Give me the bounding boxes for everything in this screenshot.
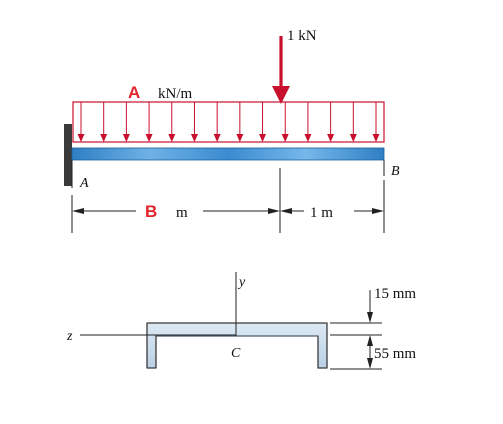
load-arrow-head <box>145 134 153 142</box>
dim-left-arrow-start <box>72 208 84 214</box>
sec-dim-depth-label: 55 mm <box>374 346 416 362</box>
load-arrow-head <box>372 134 380 142</box>
load-arrow-head <box>122 134 130 142</box>
fixed-support-wall <box>64 124 72 186</box>
load-arrow-head <box>77 134 85 142</box>
point-load-label: 1 kN <box>287 28 317 44</box>
sec-dim-top-label: 15 mm <box>374 286 416 302</box>
dim-left-arrow-end <box>268 208 280 214</box>
load-arrow-head <box>236 134 244 142</box>
distributed-load-unit: kN/m <box>158 86 193 102</box>
load-arrow-head <box>213 134 221 142</box>
load-arrow-head <box>349 134 357 142</box>
support-b-label: B <box>391 164 400 179</box>
channel-section <box>146 322 328 369</box>
dim-right-label: 1 m <box>310 205 333 221</box>
distributed-load <box>72 101 385 143</box>
support-a-label: A <box>79 176 89 191</box>
load-arrow-head <box>327 134 335 142</box>
dim-left-unit: m <box>176 205 188 221</box>
point-load <box>272 36 290 104</box>
load-arrow-head <box>168 134 176 142</box>
y-axis-label: y <box>237 275 246 290</box>
dim-right-arrow-start <box>280 208 292 214</box>
point-load-arrowhead <box>272 86 290 104</box>
sec-dim-depth-arrow-bottom <box>367 358 373 369</box>
load-arrow-head <box>100 134 108 142</box>
load-arrow-head <box>304 134 312 142</box>
centroid-label: C <box>231 346 241 361</box>
distributed-load-variable: A <box>128 83 140 102</box>
sec-dim-depth-arrow-top <box>367 335 373 346</box>
z-axis-label: z <box>66 329 73 344</box>
sec-dim-top-arrow <box>367 312 373 323</box>
distributed-load-arrows <box>77 102 380 142</box>
section-dimensions <box>330 290 382 370</box>
load-arrow-head <box>281 134 289 142</box>
beam-body <box>71 147 385 161</box>
load-arrow-head <box>190 134 198 142</box>
distributed-load-outline <box>72 101 385 143</box>
dim-right-arrow-end <box>372 208 384 214</box>
span-dimensions <box>71 168 385 233</box>
load-arrow-head <box>259 134 267 142</box>
dim-left-variable: B <box>145 202 157 221</box>
